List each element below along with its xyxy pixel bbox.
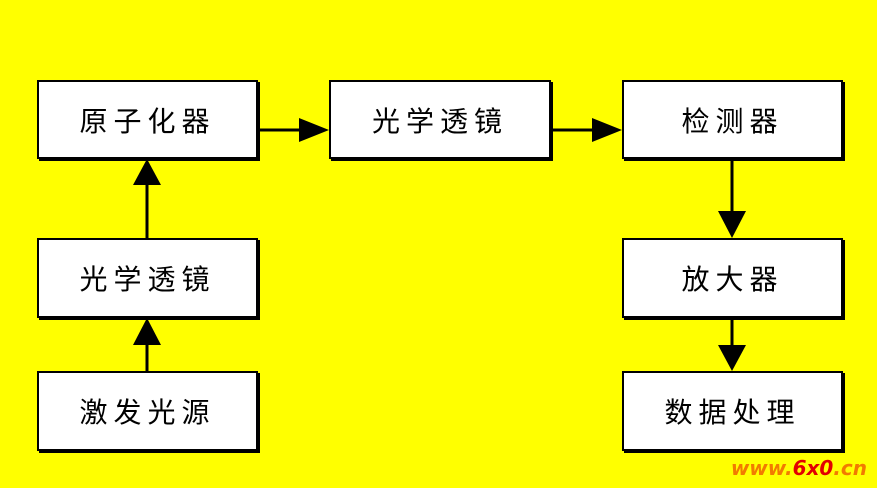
arrow-amplifier-to-data: [718, 320, 746, 371]
arrow-lens-to-detector: [551, 118, 622, 142]
arrow-source-to-lens: [133, 318, 161, 371]
arrow-atomizer-to-lens: [258, 118, 329, 142]
node-data-processing: 数据处理: [622, 371, 843, 451]
node-atomizer: 原子化器: [37, 80, 258, 159]
node-amplifier: 放大器: [622, 238, 843, 318]
watermark-suffix: .cn: [833, 456, 867, 480]
watermark-prefix: www.: [730, 456, 793, 480]
node-excitation-source: 激发光源: [37, 371, 258, 451]
site-watermark: www.6x0.cn: [731, 456, 867, 480]
node-optical-lens-top: 光学透镜: [329, 80, 551, 159]
arrow-detector-to-amplifier: [718, 160, 746, 238]
arrow-lens-to-atomizer: [133, 159, 161, 238]
node-optical-lens-left: 光学透镜: [37, 238, 258, 318]
watermark-middle: 6x0: [792, 456, 834, 480]
node-detector: 检测器: [622, 80, 843, 159]
